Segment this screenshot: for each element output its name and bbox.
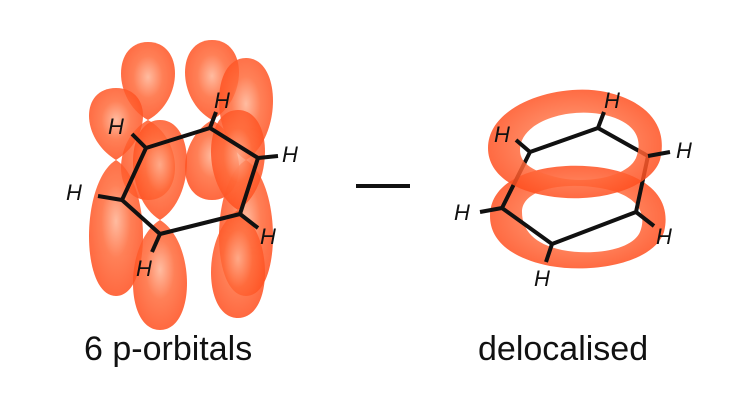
- hydrogen-label: H: [108, 114, 124, 139]
- hydrogen-label: H: [604, 88, 620, 113]
- hydrogen-label: H: [136, 256, 152, 281]
- p-orbital-5: [133, 120, 187, 330]
- p-orbitals-structure: H H H H H H: [66, 40, 298, 330]
- delocalised-caption: delocalised: [478, 330, 649, 368]
- hydrogen-label: H: [656, 224, 672, 249]
- ch-bonds-right: [479, 111, 671, 263]
- hydrogen-label: H: [534, 266, 550, 291]
- p-orbital-3: [89, 88, 143, 296]
- hydrogen-label: H: [214, 88, 230, 113]
- hydrogen-label: H: [494, 122, 510, 147]
- hydrogen-label: H: [282, 142, 298, 167]
- hydrogen-label: H: [454, 200, 470, 225]
- hydrogen-label: H: [676, 138, 692, 163]
- p-orbitals-caption: 6 p-orbitals: [84, 330, 253, 368]
- p-orbital-6: [211, 110, 265, 318]
- hydrogen-label: H: [260, 224, 276, 249]
- hydrogen-label: H: [66, 180, 82, 205]
- delocalised-structure: H H H H H H: [454, 88, 692, 291]
- ch-bonds-left: [97, 111, 279, 253]
- pi-cloud-upper: [488, 89, 662, 199]
